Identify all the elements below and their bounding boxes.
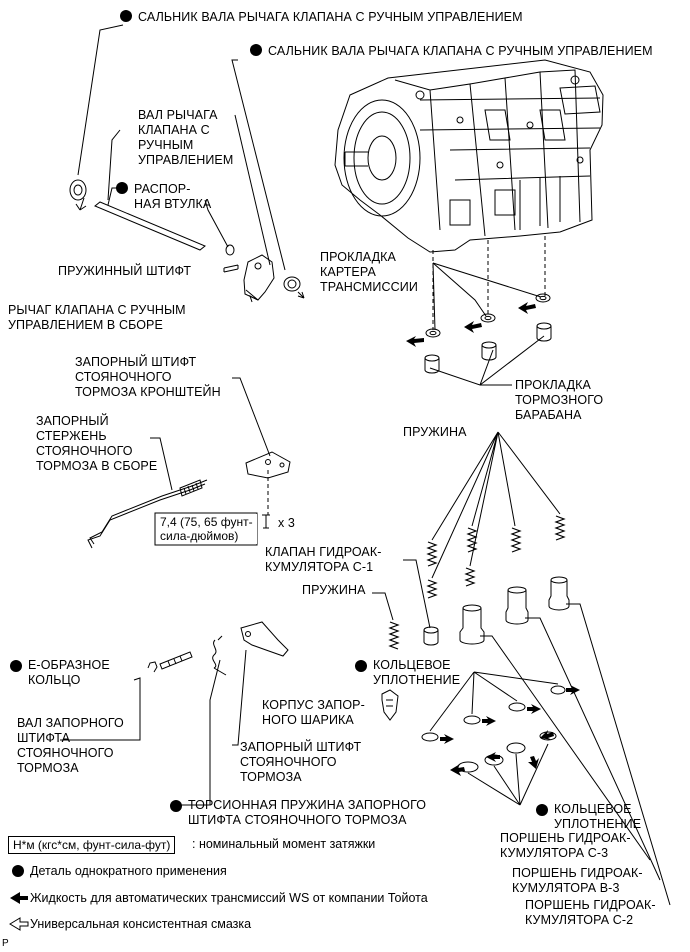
label-oring-bottom: КОЛЬЦЕВОЕ УПЛОТНЕНИЕ <box>536 802 641 832</box>
footer-code: P <box>2 938 9 949</box>
label-oring-top: КОЛЬЦЕВОЕ УПЛОТНЕНИЕ <box>355 658 460 688</box>
legend-atf: Жидкость для автоматических трансмиссий … <box>30 891 428 905</box>
label-lever-assy: РЫЧАГ КЛАПАНА С РУЧНЫМ УПРАВЛЕНИЕМ В СБО… <box>8 303 186 332</box>
label-lever-shaft: ВАЛ РЫЧАГА КЛАПАНА С РУЧНЫМ УПРАВЛЕНИЕМ <box>138 108 234 167</box>
accumulator-pistons <box>403 559 671 906</box>
springs-right <box>388 515 566 650</box>
label-text: КОЛЬЦЕВОЕ УПЛОТНЕНИЕ <box>373 658 461 687</box>
label-lock-rod: ЗАПОРНЫЙ СТЕРЖЕНЬ СТОЯНОЧНОГО ТОРМОЗА В … <box>36 414 158 473</box>
legend-grease: Универсальная консистентная смазка <box>30 917 252 931</box>
label-case-gasket: ПРОКЛАДКА КАРТЕРА ТРАНСМИССИИ <box>320 250 418 294</box>
label-spring-top: ПРУЖИНА <box>403 425 467 439</box>
lower-left-parts <box>60 621 399 806</box>
label-text: КОЛЬЦЕВОЕ УПЛОТНЕНИЕ <box>554 802 642 831</box>
manual-valve-lever-parts <box>69 24 305 303</box>
atf-arrows-orings <box>440 685 580 776</box>
label-text: РАСПОР- НАЯ ВТУЛКА <box>134 182 212 211</box>
label-seal-left: САЛЬНИК ВАЛА РЫЧАГА КЛАПАНА С РУЧНЫМ УПР… <box>120 10 523 25</box>
label-brake-drum-gasket: ПРОКЛАДКА ТОРМОЗНОГО БАРАБАНА <box>515 378 604 422</box>
label-torsion-spring: ТОРСИОННАЯ ПРУЖИНА ЗАПОРНОГО ШТИФТА СТОЯ… <box>170 798 426 828</box>
brake-drum-gaskets <box>424 322 552 374</box>
non-reusable-dot-icon <box>355 660 367 672</box>
legend-symbols <box>9 865 29 931</box>
label-text: ТОРСИОННАЯ ПРУЖИНА ЗАПОРНОГО ШТИФТА СТОЯ… <box>188 798 427 827</box>
legend-torque-unit: Н*м (кгс*см, фунт-сила-фут) <box>8 836 176 854</box>
torque-box-frame <box>154 512 258 546</box>
label-piston-b3: ПОРШЕНЬ ГИДРОАК- КУМУЛЯТОРА B-3 <box>512 866 643 895</box>
legend-non-reusable: Деталь однократного применения <box>30 864 227 878</box>
non-reusable-dot-icon <box>250 44 262 56</box>
label-ball-body: КОРПУС ЗАПОР- НОГО ШАРИКА <box>262 698 365 727</box>
legend-torque-text: : номинальный момент затяжки <box>192 837 376 851</box>
label-pawl-shaft: ВАЛ ЗАПОРНОГО ШТИФТА СТОЯНОЧНОГО ТОРМОЗА <box>17 716 124 775</box>
label-piston-c2: ПОРШЕНЬ ГИДРОАК- КУМУЛЯТОРА C-2 <box>525 898 656 927</box>
label-seal-right: САЛЬНИК ВАЛА РЫЧАГА КЛАПАНА С РУЧНЫМ УПР… <box>250 44 653 59</box>
spring-leaders <box>372 431 561 621</box>
label-accum-c1: КЛАПАН ГИДРОАК- КУМУЛЯТОРА C-1 <box>265 545 382 574</box>
parking-lock-parts <box>87 377 291 549</box>
o-rings <box>421 671 566 806</box>
label-e-ring: E-ОБРАЗНОЕ КОЛЬЦО <box>10 658 110 688</box>
label-text: E-ОБРАЗНОЕ КОЛЬЦО <box>28 658 110 687</box>
non-reusable-dot-icon <box>120 10 132 22</box>
non-reusable-dot-icon <box>536 804 548 816</box>
non-reusable-dot-icon <box>116 182 128 194</box>
label-pawl: ЗАПОРНЫЙ ШТИФТ СТОЯНОЧНОГО ТОРМОЗА <box>240 740 362 784</box>
non-reusable-dot-icon <box>170 800 182 812</box>
case-gaskets <box>425 293 551 338</box>
gasket-leaders <box>429 262 545 386</box>
label-text: САЛЬНИК ВАЛА РЫЧАГА КЛАПАНА С РУЧНЫМ УПР… <box>268 44 653 58</box>
atf-arrows-gaskets <box>406 302 536 347</box>
transmission-housing <box>334 59 604 253</box>
label-pawl-bracket: ЗАПОРНЫЙ ШТИФТ СТОЯНОЧНОГО ТОРМОЗА КРОНШ… <box>75 355 221 399</box>
label-text: САЛЬНИК ВАЛА РЫЧАГА КЛАПАНА С РУЧНЫМ УПР… <box>138 10 523 24</box>
label-bolt-count: x 3 <box>278 516 295 530</box>
label-spring-mid: ПРУЖИНА <box>302 583 366 597</box>
label-spring-pin: ПРУЖИННЫЙ ШТИФТ <box>58 264 192 278</box>
non-reusable-dot-icon <box>10 660 22 672</box>
label-piston-c3: ПОРШЕНЬ ГИДРОАК- КУМУЛЯТОРА C-3 <box>500 831 631 860</box>
torque-spec: 7,4 (75, 65 фунт- сила-дюймов) <box>156 514 257 544</box>
label-spacer: РАСПОР- НАЯ ВТУЛКА <box>116 182 211 212</box>
